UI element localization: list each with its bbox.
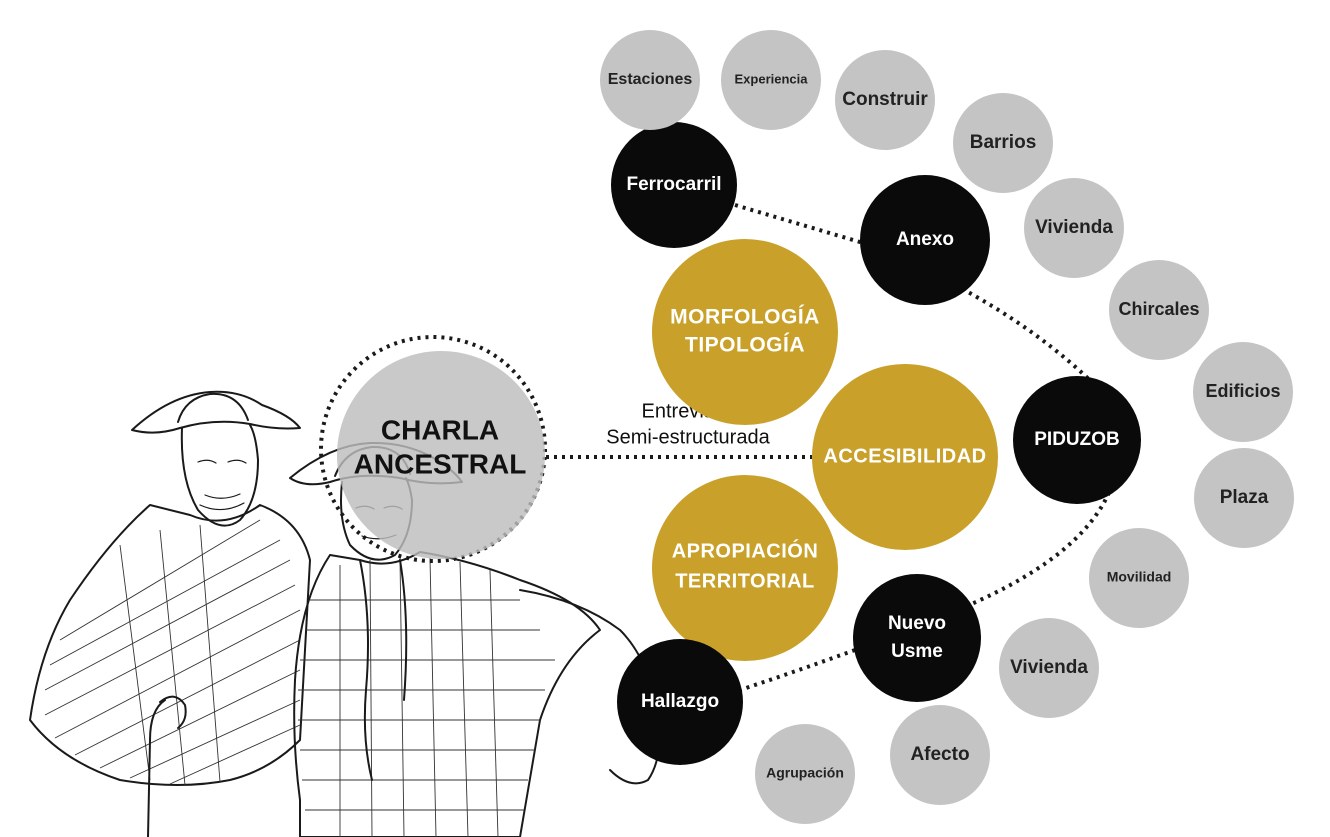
- topic-construir-label: Construir: [842, 89, 928, 110]
- topic-movilidad-disc: [1089, 528, 1189, 628]
- topic-afecto-label: Afecto: [910, 744, 969, 765]
- hub-ferrocarril-disc: [611, 122, 737, 248]
- topic-experiencia-disc: [721, 30, 821, 130]
- category-accesibilidad-line1: ACCESIBILIDAD: [823, 445, 986, 467]
- category-morfologia-disc: [652, 239, 838, 425]
- topic-plaza-disc: [1194, 448, 1294, 548]
- topic-edificios: Edificios: [1193, 342, 1293, 442]
- topic-agrupacion-label: Agrupación: [766, 765, 844, 781]
- hub-nodes: Ferrocarril Anexo PIDUZOB Nuevo Usme Hal…: [611, 122, 1141, 765]
- hub-piduzob-disc: [1013, 376, 1141, 504]
- topic-chircales: Chircales: [1109, 260, 1209, 360]
- topic-vivienda-2: Vivienda: [999, 618, 1099, 718]
- hub-nuevo-usme: Nuevo Usme: [853, 574, 981, 702]
- topic-plaza: Plaza: [1194, 448, 1294, 548]
- topic-construir: Construir: [835, 50, 935, 150]
- center-label-line2: ANCESTRAL: [354, 448, 527, 479]
- category-apropiacion: APROPIACIÓN TERRITORIAL: [652, 475, 838, 661]
- topic-barrios: Barrios: [953, 93, 1053, 193]
- topic-nodes: Estaciones Experiencia Construir Barrios…: [600, 30, 1294, 824]
- connector-anexo-piduzob: [954, 283, 1102, 392]
- category-apropiacion-line2: TERRITORIAL: [675, 570, 815, 592]
- hub-nuevo-usme-disc: [853, 574, 981, 702]
- hub-hallazgo-label: Hallazgo: [641, 691, 719, 712]
- category-morfologia: MORFOLOGÍA TIPOLOGÍA: [652, 239, 838, 425]
- connector-lines: [546, 203, 1114, 692]
- center-label-line1: CHARLA: [381, 414, 499, 445]
- hub-ferrocarril-label: Ferrocarril: [626, 174, 721, 195]
- center-node: CHARLA ANCESTRAL: [319, 335, 547, 563]
- hub-nuevo-usme-line1: Nuevo: [888, 613, 946, 634]
- topic-vivienda-1: Vivienda: [1024, 178, 1124, 278]
- topic-movilidad: Movilidad: [1089, 528, 1189, 628]
- connector-ferrocarril-anexo: [734, 203, 871, 247]
- topic-agrupacion-disc: [755, 724, 855, 824]
- topic-estaciones-label: Estaciones: [608, 71, 693, 88]
- topic-chircales-label: Chircales: [1118, 299, 1199, 319]
- hub-anexo: Anexo: [860, 175, 990, 305]
- category-accesibilidad-disc: [812, 364, 998, 550]
- hub-anexo-label: Anexo: [896, 229, 954, 250]
- topic-vivienda-1-disc: [1024, 178, 1124, 278]
- topic-agrupacion: Agrupación: [755, 724, 855, 824]
- topic-vivienda-1-label: Vivienda: [1035, 217, 1113, 238]
- topic-experiencia-label: Experiencia: [735, 71, 809, 86]
- hub-nuevo-usme-line2: Usme: [891, 641, 943, 662]
- category-accesibilidad: ACCESIBILIDAD: [812, 364, 998, 550]
- topic-movilidad-label: Movilidad: [1107, 569, 1172, 585]
- topic-barrios-disc: [953, 93, 1053, 193]
- connector-piduzob-nuevo-usme: [944, 484, 1114, 617]
- category-morfologia-line2: TIPOLOGÍA: [685, 334, 805, 357]
- hub-hallazgo: Hallazgo: [617, 639, 743, 765]
- hub-hallazgo-disc: [617, 639, 743, 765]
- center-node-ring: [319, 335, 547, 563]
- hub-ferrocarril: Ferrocarril: [611, 122, 737, 248]
- hub-piduzob-label: PIDUZOB: [1034, 429, 1120, 450]
- interview-label-line2: Semi-estructurada: [606, 426, 770, 448]
- category-morfologia-line1: MORFOLOGÍA: [670, 306, 820, 329]
- hub-anexo-disc: [860, 175, 990, 305]
- topic-barrios-label: Barrios: [970, 132, 1037, 153]
- topic-afecto: Afecto: [890, 705, 990, 805]
- topic-vivienda-2-label: Vivienda: [1010, 657, 1088, 678]
- topic-vivienda-2-disc: [999, 618, 1099, 718]
- hub-piduzob: PIDUZOB: [1013, 376, 1141, 504]
- topic-edificios-disc: [1193, 342, 1293, 442]
- topic-experiencia: Experiencia: [721, 30, 821, 130]
- topic-edificios-label: Edificios: [1205, 381, 1280, 401]
- topic-estaciones-disc: [600, 30, 700, 130]
- category-apropiacion-disc: [652, 475, 838, 661]
- topic-estaciones: Estaciones: [600, 30, 700, 130]
- topic-afecto-disc: [890, 705, 990, 805]
- topic-plaza-label: Plaza: [1220, 487, 1269, 508]
- category-apropiacion-line1: APROPIACIÓN: [672, 538, 819, 562]
- topic-chircales-disc: [1109, 260, 1209, 360]
- category-nodes: MORFOLOGÍA TIPOLOGÍA ACCESIBILIDAD APROP…: [652, 239, 998, 661]
- center-node-disc: [337, 351, 545, 559]
- topic-construir-disc: [835, 50, 935, 150]
